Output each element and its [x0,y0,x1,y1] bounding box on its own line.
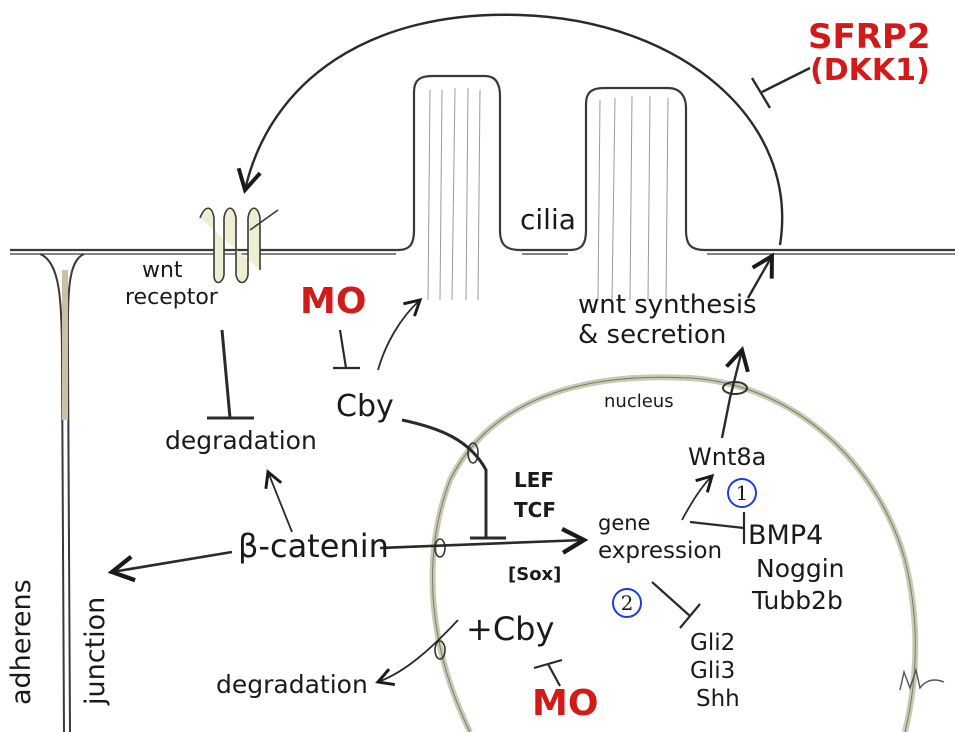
junction-label: junction [80,597,111,705]
adherens-label: adherens [6,579,37,705]
sfrp2-label: SFRP2 [808,20,930,54]
sfrp2-inhibition [752,68,810,108]
bcat-to-gene-arrow [380,540,584,548]
bcat-to-degradation-arrow [268,472,292,532]
sox-label: [Sox] [508,566,561,584]
shh-label: Shh [696,688,740,711]
gene-inhibits-gli [652,582,700,628]
adherens-membrane [40,254,84,732]
wnt-receptor-shape [200,208,278,282]
wnt-secretion-arc [245,15,782,245]
bcat-to-junction-arrow [112,552,232,572]
signature-scribble [900,670,944,690]
lef-label: LEF [514,470,554,490]
receptor-inhibits-degradation [207,330,254,418]
noggin-label: Noggin [756,556,845,581]
dkk1-label: (DKK1) [810,56,930,86]
beta-catenin-label: β-catenin [238,530,389,562]
mo-bottom-label: MO [532,686,598,722]
badge-2: 2 [612,588,642,618]
wnt8a-label: Wnt8a [688,445,766,469]
cby-top-label: Cby [336,392,394,422]
cby-to-cilia-arrow [378,300,420,370]
gli3-label: Gli3 [690,660,735,683]
degradation-top-label: degradation [165,428,317,453]
bmp4-label: BMP4 [748,522,823,549]
degradation-bottom-label: degradation [216,672,368,697]
wnt-synthesis-label-1: wnt synthesis [578,292,757,318]
gene-label-2: expression [598,540,722,563]
mo-inhibits-cby [333,330,360,368]
tubb2b-label: Tubb2b [752,588,843,613]
gli2-label: Gli2 [690,632,735,655]
cby-inhibits-lef-tcf [402,420,506,538]
gene-label-1: gene [598,513,650,534]
wnt-synthesis-label-2: & secretion [578,322,726,348]
tcf-label: TCF [514,500,556,520]
plus-cby-label: +Cby [466,613,554,645]
nucleus-label: nucleus [604,393,674,411]
gene-to-wnt8a-arrow [682,476,712,520]
badge-1: 1 [727,478,757,508]
wnt-receptor-label-1: wnt [142,260,183,282]
mo-top-label: MO [300,284,366,320]
cilia-label: cilia [520,206,576,234]
wnt-receptor-label-2: receptor [125,287,218,309]
